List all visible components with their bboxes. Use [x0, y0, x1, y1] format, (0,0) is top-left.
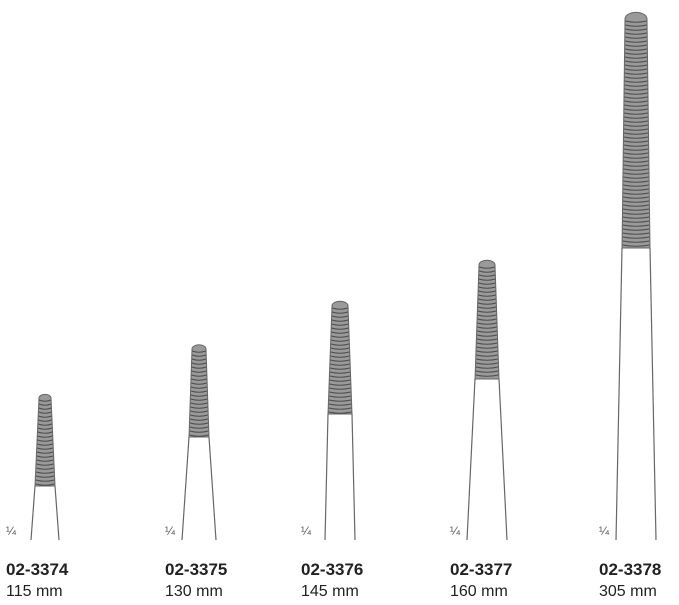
- instrument-length: 130 mm: [165, 583, 223, 600]
- forceps-jaw-icon: [615, 11, 657, 541]
- forceps-jaw-icon: [466, 259, 508, 541]
- article-number: 02-3375: [165, 560, 228, 579]
- instrument-length: 160 mm: [450, 583, 508, 600]
- scale-mark: ¼: [301, 524, 312, 538]
- forceps-jaw-icon: [181, 344, 217, 541]
- instrument-length: 115 mm: [6, 583, 63, 600]
- article-number: 02-3374: [6, 560, 69, 579]
- forceps-jaw-icon: [324, 300, 356, 541]
- forceps-jaw-icon: [30, 393, 60, 541]
- scale-mark: ¼: [450, 524, 461, 538]
- scale-mark: ¼: [599, 524, 610, 538]
- scale-mark: ¼: [165, 524, 176, 538]
- instrument-length: 145 mm: [301, 583, 359, 600]
- instrument-length: 305 mm: [599, 583, 657, 600]
- article-number: 02-3376: [301, 560, 364, 579]
- article-number: 02-3378: [599, 560, 662, 579]
- scale-mark: ¼: [6, 524, 17, 538]
- article-number: 02-3377: [450, 560, 513, 579]
